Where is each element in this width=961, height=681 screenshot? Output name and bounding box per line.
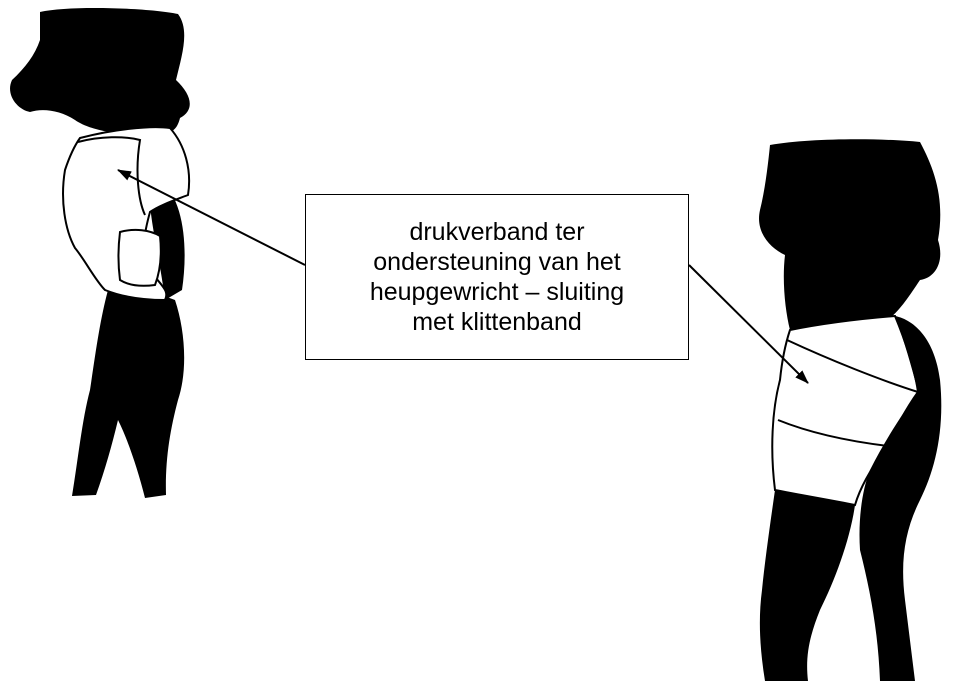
left-figure-velcro-flap [119,230,161,286]
callout-line-3: heupgewricht – sluiting [370,277,624,307]
callout-line-4: met klittenband [370,307,624,337]
left-figure-torso [10,8,190,132]
callout-box: drukverband ter ondersteuning van het he… [305,194,689,360]
left-figure-legs [72,288,184,498]
right-figure [759,139,941,681]
callout-text: drukverband ter ondersteuning van het he… [370,217,624,337]
callout-line-1: drukverband ter [370,217,624,247]
left-figure [10,8,190,498]
right-figure-front-leg [760,490,855,681]
callout-line-2: ondersteuning van het [370,247,624,277]
right-figure-torso [759,139,940,330]
